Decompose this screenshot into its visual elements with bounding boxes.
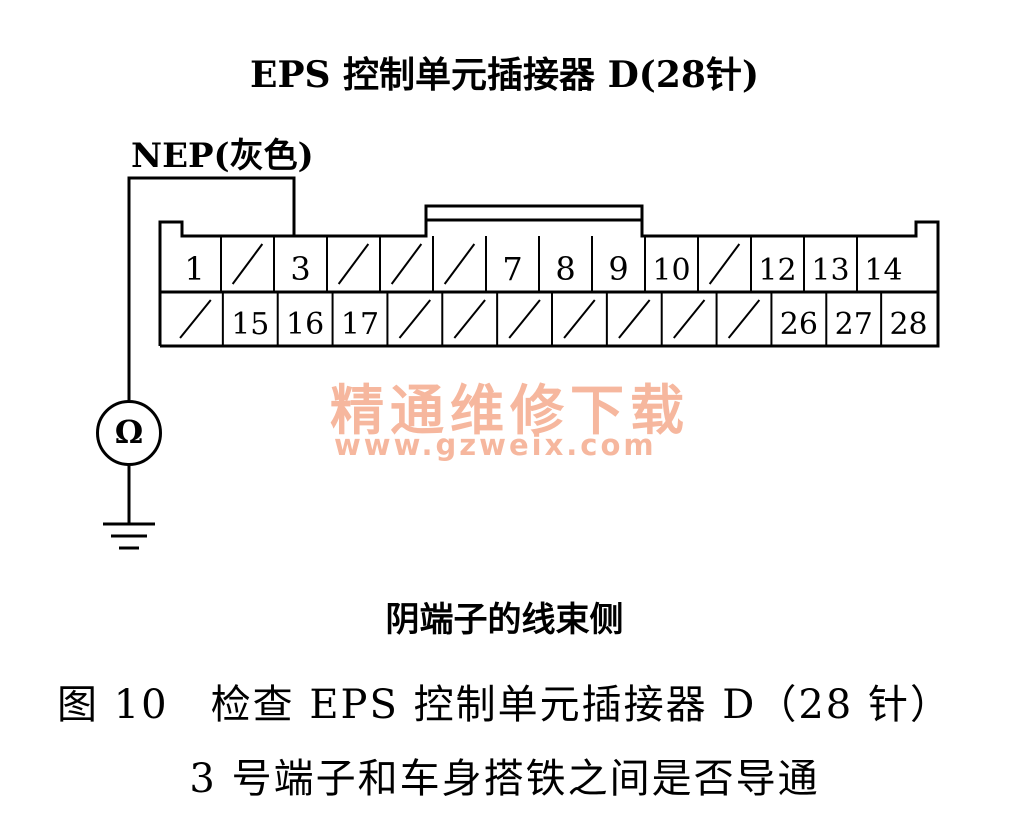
pin-12-label: 12 [758,253,796,288]
unused-pin-slash [443,243,476,285]
unused-pin-slash [727,299,761,339]
pin-14-label: 14 [864,253,902,288]
unused-pin-slash [618,299,651,339]
unused-pin-slash [508,299,541,339]
watermark-text: 精通维修下载 [330,378,690,442]
pin-10-label: 10 [652,253,690,288]
unused-pin-slash [453,299,486,339]
harness-side-caption: 阴端子的线束侧 [385,600,624,640]
unused-pin-slash [708,243,741,285]
diagram-title: EPS 控制单元插接器 D(28针) [250,54,759,96]
figure-caption-line-2: 3 号端子和车身搭铁之间是否导通 [189,756,820,802]
pin-16-label: 16 [286,307,324,342]
pin-8-label: 8 [555,250,575,288]
pin-7-label: 7 [502,250,522,288]
unused-pin-slash [231,243,264,285]
pin-13-label: 13 [811,253,849,288]
connector-body [158,204,940,348]
figure-caption-line-1: 图 10 检查 EPS 控制单元插接器 D（28 针） [57,682,952,728]
pin-9-label: 9 [608,250,628,288]
test-lead-wire [127,176,296,400]
unused-pin-slash [398,299,431,339]
unused-pin-slash [390,243,423,285]
unused-pin-slash [563,299,596,339]
pin-3-label: 3 [290,250,310,288]
pin-17-label: 17 [341,307,379,342]
ohmmeter-icon: Ω [96,400,162,466]
unused-pin-slash [673,299,706,339]
pin-27-label: 27 [835,307,873,342]
wire-label: NEP(灰色) [131,136,314,176]
ground-icon [103,522,155,550]
pin-15-label: 15 [231,307,269,342]
unused-pin-slash [179,299,212,339]
watermark-url: www.gzweix.com [334,428,657,462]
connector-row-2: 15 16 17 26 27 28 [179,292,928,346]
pin-28-label: 28 [889,307,927,342]
pin-1-label: 1 [184,250,204,288]
pin-26-label: 26 [780,307,818,342]
unused-pin-slash [337,243,370,285]
